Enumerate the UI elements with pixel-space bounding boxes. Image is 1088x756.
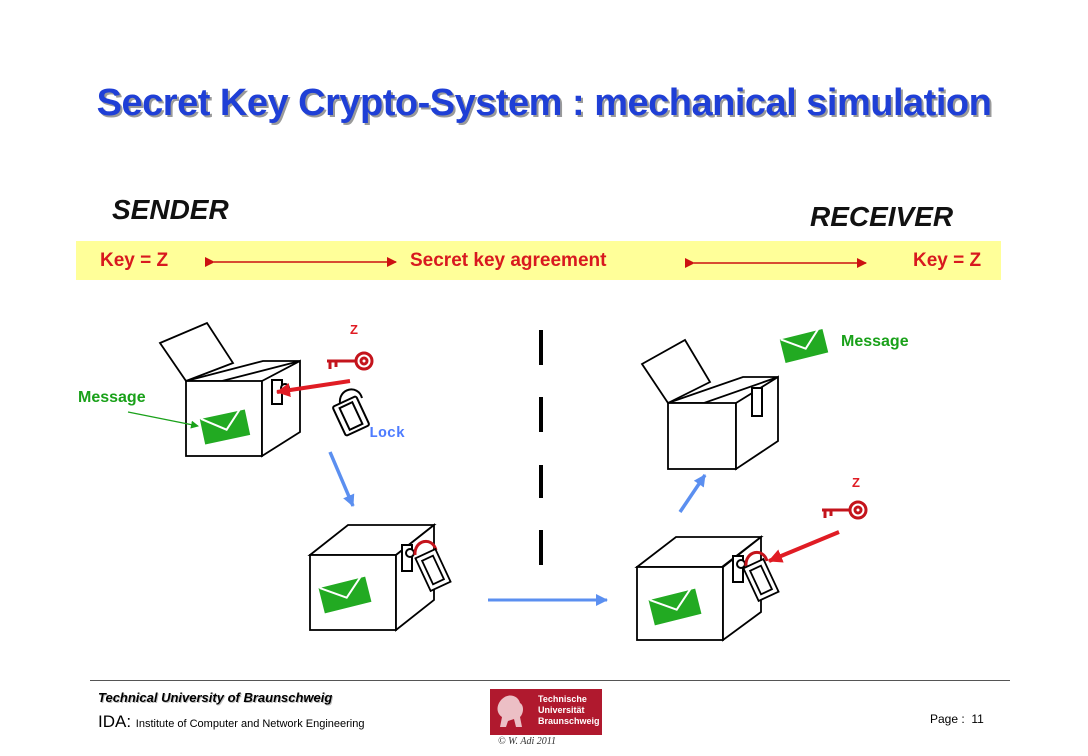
sender-locked-box (307, 523, 452, 632)
institute-line: IDA: Institute of Computer and Network E… (98, 712, 364, 732)
sender-label: SENDER (112, 194, 229, 225)
receiver-locked-envelope-icon (648, 583, 702, 626)
receiver-open-box (640, 338, 779, 471)
university-name: Technical University of Braunschweig (98, 690, 333, 705)
message-label-sender: Message (78, 389, 146, 406)
receiver-locked-box (634, 535, 780, 642)
received-envelope-icon (779, 323, 829, 363)
flow-arrow-open (678, 474, 707, 513)
message-label-receiver: Message (841, 333, 909, 350)
page-label: Page : (930, 712, 965, 726)
sender-key-icon (327, 351, 374, 371)
lock-label: Lock (369, 425, 406, 442)
receiver-key-icon (822, 500, 868, 520)
secret-key-agreement-text: Secret key agreement (410, 250, 607, 271)
key-z-label-receiver: Z (852, 475, 860, 490)
flow-arrow-lock (328, 451, 355, 507)
sender-envelope-icon (199, 403, 251, 445)
ida-prefix: IDA: (98, 712, 132, 731)
logo-line-2: Universität (538, 705, 585, 715)
diagram-canvas (127, 257, 868, 642)
sender-key-text: Key = Z (100, 250, 169, 271)
key-z-label-sender: Z (350, 322, 358, 337)
logo-line-3: Braunschweig (538, 716, 600, 726)
logo-line-1: Technische (538, 694, 587, 704)
page-number: 11 (971, 712, 984, 726)
message-pointer-arrow (127, 411, 199, 429)
tu-braunschweig-logo: Technische Universität Braunschweig (490, 689, 602, 735)
lion-emblem-icon (497, 695, 523, 727)
copyright-text: © W. Adi 2011 (498, 736, 556, 747)
padlock-icon (332, 388, 370, 437)
receiver-label: RECEIVER (810, 201, 954, 232)
receiver-key-text: Key = Z (913, 250, 982, 271)
locked-box-envelope-icon (318, 571, 372, 614)
key-insert-arrow-sender (276, 379, 351, 397)
footer-divider (90, 680, 1010, 681)
key-insert-arrow-receiver (768, 530, 840, 563)
page-indicator: Page : 11 (930, 712, 984, 726)
institute-name: Institute of Computer and Network Engine… (135, 718, 365, 730)
page-title: Secret Key Crypto-System : mechanical si… (96, 82, 992, 124)
